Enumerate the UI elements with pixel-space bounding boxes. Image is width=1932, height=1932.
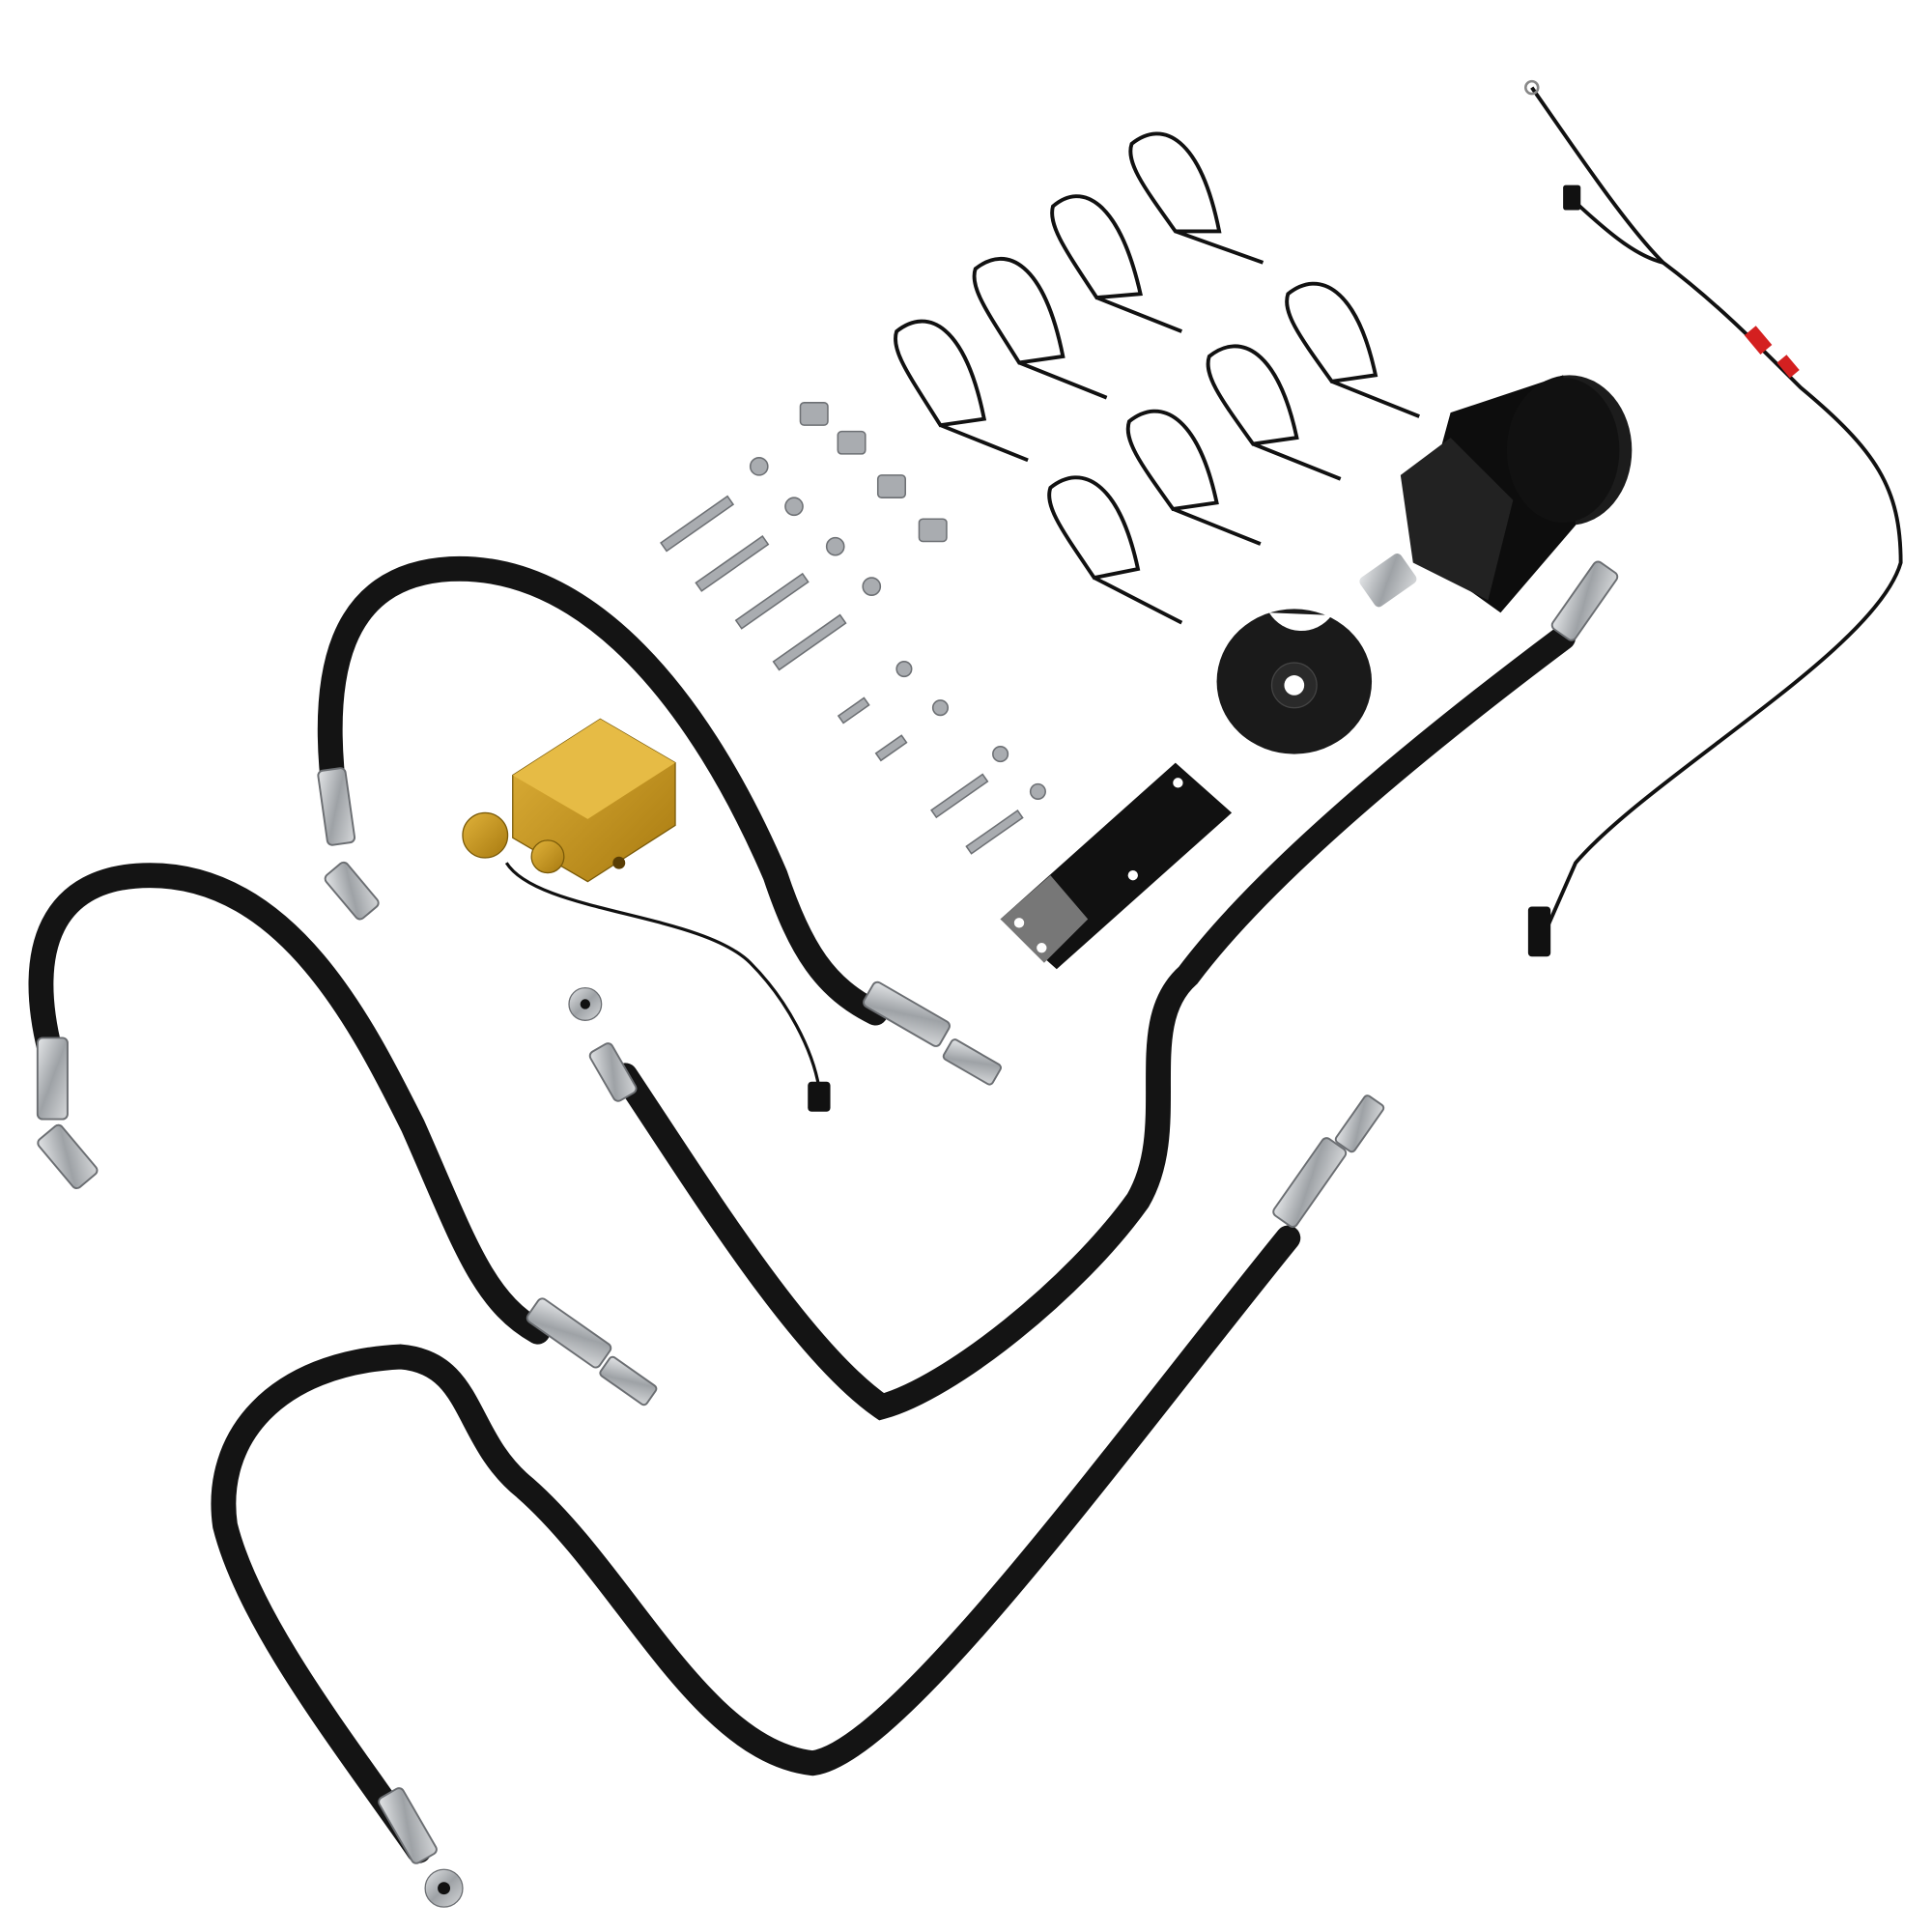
ring-terminal xyxy=(1523,79,1540,96)
fitting xyxy=(526,1297,612,1369)
cable-tie xyxy=(1050,194,1183,333)
nut xyxy=(895,661,913,678)
nut xyxy=(825,536,845,556)
wire-harness xyxy=(1530,86,1903,926)
bolt xyxy=(695,534,770,592)
fitting xyxy=(1550,560,1619,641)
fasteners xyxy=(660,402,1046,855)
fitting-elbow xyxy=(324,861,380,921)
screw xyxy=(837,430,867,455)
wire-marker xyxy=(1776,355,1800,379)
bolt xyxy=(772,613,847,671)
fitting xyxy=(317,767,356,846)
wire-connector xyxy=(1563,185,1581,211)
fitting xyxy=(863,980,951,1047)
hose-long-middle xyxy=(612,625,1577,1421)
cable-tie xyxy=(894,319,1029,463)
bolt xyxy=(734,572,810,630)
fitting-nut xyxy=(599,1355,658,1406)
hose-top-loop xyxy=(317,556,889,1026)
cable-tie xyxy=(1128,131,1264,265)
nut xyxy=(992,746,1009,763)
cable-tie xyxy=(1047,475,1183,625)
bolt xyxy=(965,810,1024,855)
fitting xyxy=(1272,1137,1348,1228)
screw xyxy=(876,474,906,498)
wire-marker xyxy=(1744,326,1773,355)
mounting-bracket xyxy=(1000,762,1233,970)
wire-connector xyxy=(1527,906,1551,957)
bolt xyxy=(660,495,735,553)
hydraulic-motor xyxy=(1359,375,1633,613)
valve-wire xyxy=(504,862,821,1089)
nut xyxy=(1029,782,1046,800)
fitting xyxy=(36,1037,69,1121)
cable-ties xyxy=(894,131,1420,625)
fitting xyxy=(378,1787,438,1864)
bolt-short xyxy=(874,734,908,762)
bolt-short xyxy=(837,696,870,724)
hose-left-loop xyxy=(28,863,551,1345)
nut xyxy=(784,497,804,517)
cable-tie xyxy=(1125,409,1262,546)
cable-tie xyxy=(1285,281,1420,418)
fitting-nut xyxy=(942,1038,1002,1086)
cable-tie xyxy=(1206,344,1342,481)
hose-bottom xyxy=(211,1225,1301,1863)
screw xyxy=(918,518,948,543)
wire-connector xyxy=(808,1081,831,1112)
screw xyxy=(799,402,829,426)
bolt xyxy=(930,773,989,819)
nut xyxy=(749,457,769,476)
nut xyxy=(931,699,950,717)
cable-tie xyxy=(972,257,1108,400)
motor-flange xyxy=(1216,609,1373,754)
nut xyxy=(862,577,882,596)
valve-block xyxy=(462,718,676,883)
fitting-elbow xyxy=(37,1123,99,1190)
fitting xyxy=(588,1042,638,1102)
fitting-nut xyxy=(1334,1094,1385,1153)
